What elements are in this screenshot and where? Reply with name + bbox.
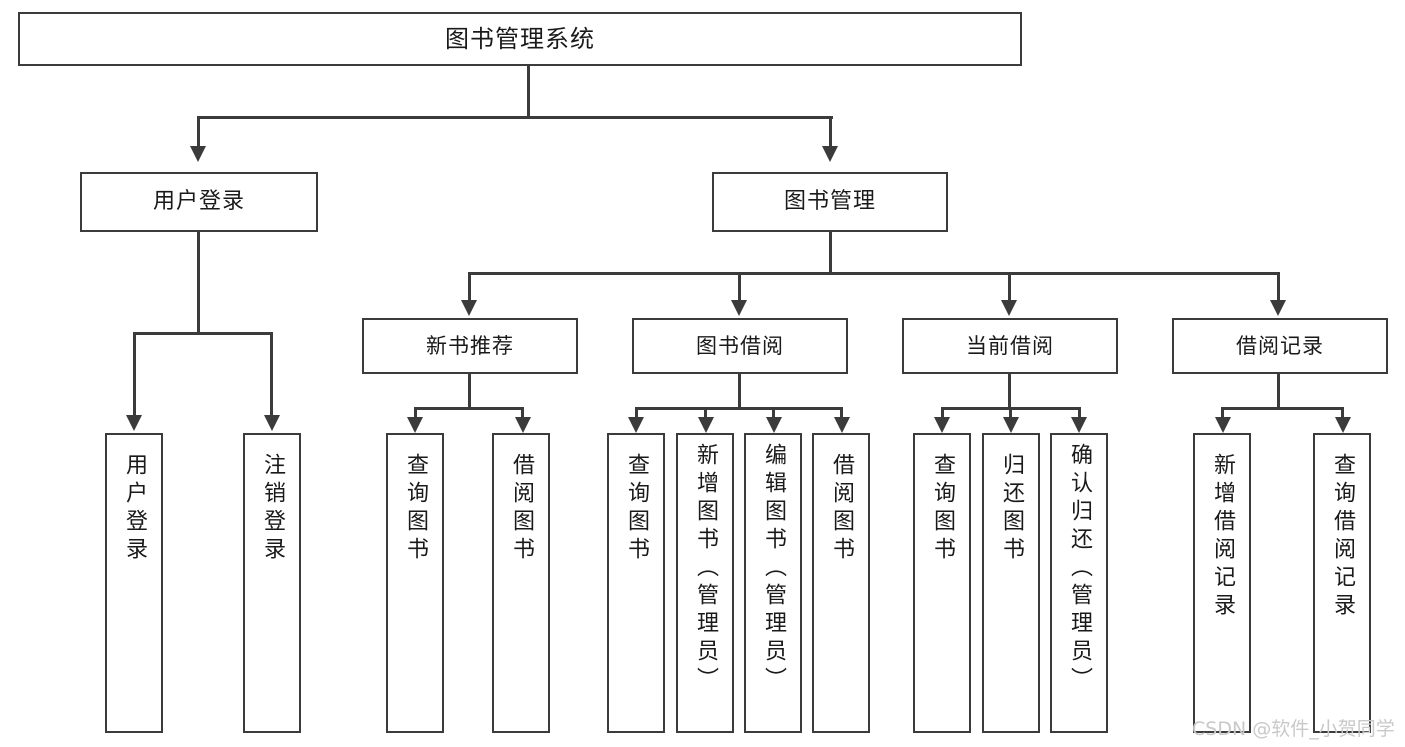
leaf-newbook-query-book[interactable]: 查询图书 <box>386 433 444 733</box>
arrowhead-record-to-leaf1 <box>1215 417 1231 433</box>
connector-newbook-to-leaf1 <box>414 407 417 419</box>
connector-userlogin-stem <box>197 232 200 334</box>
leaf-user-logout[interactable]: 注销登录 <box>243 433 301 733</box>
arrowhead-root-to-bookmgmt <box>822 146 838 162</box>
arrowhead-userlogin-to-leaf2 <box>264 415 280 431</box>
connector-borrow-bus <box>635 407 843 410</box>
node-book-management[interactable]: 图书管理 <box>712 172 948 232</box>
node-label: 查询图书 <box>930 453 955 565</box>
arrowhead-bookmgmt-to-record <box>1270 300 1286 316</box>
node-label: 当前借阅 <box>966 333 1054 358</box>
connector-root-bus <box>197 116 833 119</box>
leaf-current-return-book[interactable]: 归还图书 <box>982 433 1040 733</box>
node-label: 确认归还（管理员） <box>1067 443 1092 695</box>
leaf-current-confirm-return-admin[interactable]: 确认归还（管理员） <box>1050 433 1108 733</box>
arrowhead-bookmgmt-to-newbook <box>461 300 477 316</box>
connector-bookmgmt-to-newbook <box>468 272 471 302</box>
leaf-borrow-add-book-admin[interactable]: 新增图书（管理员） <box>676 433 734 733</box>
arrowhead-current-to-leaf2 <box>1003 417 1019 433</box>
connector-userlogin-bus <box>133 332 271 335</box>
connector-borrow-to-leaf3 <box>772 407 775 419</box>
connector-root-stem <box>527 66 530 118</box>
arrowhead-borrow-to-leaf1 <box>628 417 644 433</box>
node-label: 用户登录 <box>122 453 147 565</box>
leaf-current-query-book[interactable]: 查询图书 <box>913 433 971 733</box>
leaf-borrow-query-book[interactable]: 查询图书 <box>607 433 665 733</box>
connector-userlogin-to-leaf1 <box>133 332 136 417</box>
node-label: 用户登录 <box>152 189 245 215</box>
node-label: 图书管理系统 <box>445 24 595 53</box>
leaf-record-query-record[interactable]: 查询借阅记录 <box>1313 433 1371 733</box>
connector-record-stem <box>1277 374 1280 410</box>
arrowhead-borrow-to-leaf2 <box>698 417 714 433</box>
connector-record-bus <box>1221 407 1343 410</box>
csdn-watermark: CSDN @软件_小贺同学 <box>1192 718 1395 740</box>
connector-record-to-leaf1 <box>1221 407 1224 419</box>
arrowhead-bookmgmt-to-current <box>1001 300 1017 316</box>
arrowhead-newbook-to-leaf1 <box>407 417 423 433</box>
node-label: 借阅记录 <box>1236 333 1324 358</box>
connector-newbook-stem <box>468 374 471 410</box>
node-label: 新书推荐 <box>426 333 514 358</box>
connector-bookmgmt-stem <box>829 232 832 274</box>
node-label: 归还图书 <box>999 453 1024 565</box>
arrowhead-newbook-to-leaf2 <box>515 417 531 433</box>
connector-current-to-leaf2 <box>1009 407 1012 419</box>
node-label: 查询借阅记录 <box>1330 453 1355 621</box>
leaf-record-add-record[interactable]: 新增借阅记录 <box>1193 433 1251 733</box>
arrowhead-borrow-to-leaf4 <box>834 417 850 433</box>
arrowhead-userlogin-to-leaf1 <box>126 415 142 431</box>
node-label: 借阅图书 <box>829 453 854 565</box>
connector-bookmgmt-to-record <box>1277 272 1280 302</box>
connector-bookmgmt-to-borrow <box>738 272 741 302</box>
leaf-user-login[interactable]: 用户登录 <box>105 433 163 733</box>
arrowhead-borrow-to-leaf3 <box>766 417 782 433</box>
connector-bookmgmt-to-current <box>1008 272 1011 302</box>
arrowhead-root-to-userlogin <box>190 146 206 162</box>
connector-current-to-leaf3 <box>1078 407 1081 419</box>
connector-root-to-userlogin <box>197 116 200 148</box>
connector-userlogin-to-leaf2 <box>270 332 273 417</box>
connector-borrow-to-leaf2 <box>704 407 707 419</box>
connector-bookmgmt-bus <box>468 272 1280 275</box>
arrowhead-record-to-leaf2 <box>1335 417 1351 433</box>
connector-root-to-bookmgmt <box>829 116 832 148</box>
arrowhead-current-to-leaf3 <box>1071 417 1087 433</box>
connector-newbook-bus <box>414 407 524 410</box>
arrowhead-bookmgmt-to-borrow <box>731 300 747 316</box>
connector-current-to-leaf1 <box>941 407 944 419</box>
leaf-borrow-edit-book-admin[interactable]: 编辑图书（管理员） <box>744 433 802 733</box>
arrowhead-current-to-leaf1 <box>934 417 950 433</box>
node-user-login[interactable]: 用户登录 <box>80 172 318 232</box>
node-label: 查询图书 <box>403 453 428 565</box>
node-label: 图书借阅 <box>696 333 784 358</box>
connector-current-stem <box>1008 374 1011 410</box>
node-label: 新增借阅记录 <box>1210 453 1235 621</box>
connector-borrow-to-leaf1 <box>635 407 638 419</box>
connector-record-to-leaf2 <box>1341 407 1344 419</box>
leaf-borrow-borrow-book[interactable]: 借阅图书 <box>812 433 870 733</box>
connector-newbook-to-leaf2 <box>521 407 524 419</box>
node-label: 借阅图书 <box>509 453 534 565</box>
node-label: 查询图书 <box>624 453 649 565</box>
node-label: 新增图书（管理员） <box>693 443 718 695</box>
leaf-newbook-borrow-book[interactable]: 借阅图书 <box>492 433 550 733</box>
node-label: 注销登录 <box>260 453 285 565</box>
connector-borrow-stem <box>738 374 741 410</box>
node-book-borrow[interactable]: 图书借阅 <box>632 318 848 374</box>
node-current-borrow[interactable]: 当前借阅 <box>902 318 1118 374</box>
node-new-book-recommend[interactable]: 新书推荐 <box>362 318 578 374</box>
node-root-system[interactable]: 图书管理系统 <box>18 12 1022 66</box>
connector-borrow-to-leaf4 <box>840 407 843 419</box>
node-borrow-record[interactable]: 借阅记录 <box>1172 318 1388 374</box>
node-label: 图书管理 <box>783 189 876 215</box>
node-label: 编辑图书（管理员） <box>761 443 786 695</box>
